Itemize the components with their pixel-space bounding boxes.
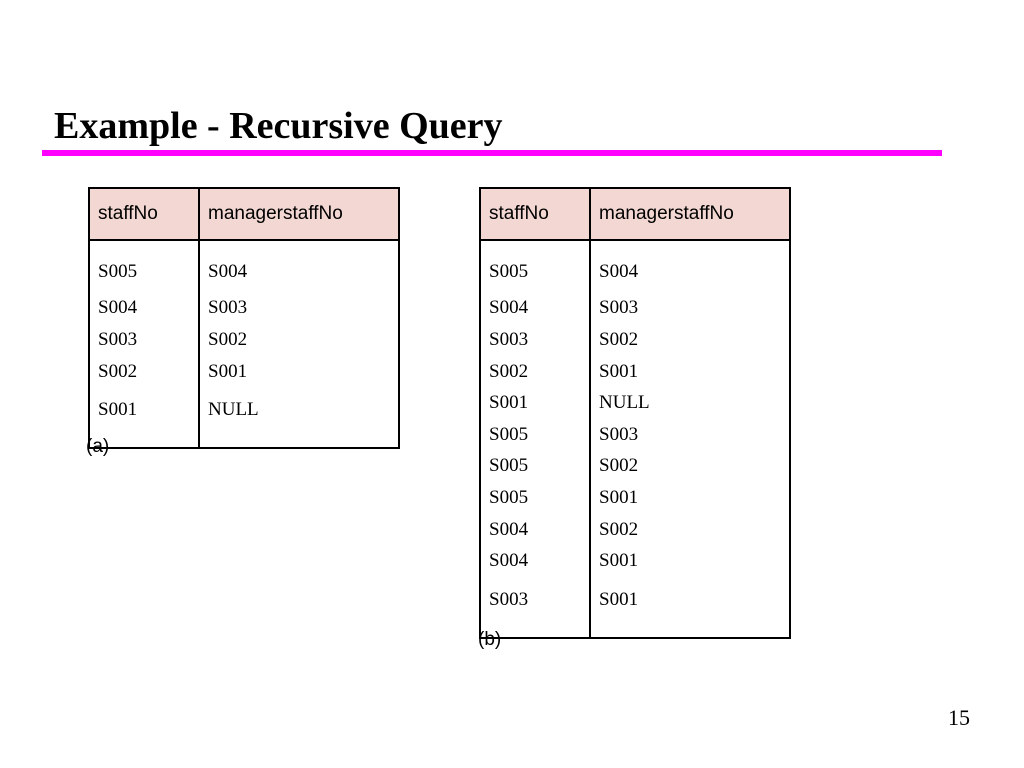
table-row: S005 S001 <box>480 482 790 514</box>
table-row: S005 S002 <box>480 450 790 483</box>
table-row: S001 NULL <box>480 387 790 419</box>
page-number: 15 <box>948 705 970 730</box>
table-header-row: staffNo managerstaffNo <box>89 188 399 241</box>
table-header-row: staffNo managerstaffNo <box>480 188 790 241</box>
column-header-managerstaffno: managerstaffNo <box>199 188 399 241</box>
staffno-cell: S003 <box>89 324 200 356</box>
staffno-cell: S005 <box>480 450 591 483</box>
staffno-cell: S005 <box>480 240 591 293</box>
staffno-cell: S004 <box>89 292 200 325</box>
staffno-cell: S004 <box>480 545 591 577</box>
staffno-cell: S005 <box>480 482 591 514</box>
managerstaffno-cell: S001 <box>599 550 639 572</box>
managerstaffno-cell: S002 <box>599 518 639 540</box>
table-row: S004 S003 <box>480 292 790 325</box>
staffno-cell: S002 <box>89 355 200 388</box>
table-row: S005 S004 <box>89 240 399 293</box>
staffno-cell: S005 <box>480 418 591 451</box>
slide-title: Example - Recursive Query <box>54 105 503 147</box>
managerstaffno-cell: S003 <box>208 297 248 319</box>
table-row: S002 S001 <box>89 355 399 388</box>
staffno-cell: S003 <box>480 324 591 356</box>
table-row: S003 S001 <box>480 576 790 638</box>
managerstaffno-cell: S001 <box>599 486 639 508</box>
table-row: S004 S001 <box>480 545 790 577</box>
title-underline <box>42 150 942 156</box>
managerstaffno-cell: S004 <box>599 260 639 282</box>
managerstaffno-cell: S002 <box>208 328 248 350</box>
table-row: S004 S003 <box>89 292 399 325</box>
table-row: S003 S002 <box>480 324 790 356</box>
staffno-cell: S005 <box>89 240 200 293</box>
staffno-cell: S002 <box>480 355 591 388</box>
staffno-cell: S001 <box>89 387 200 448</box>
staffno-cell: S001 <box>480 387 591 419</box>
staffno-cell: S004 <box>480 292 591 325</box>
caption-b: (b) <box>478 629 502 650</box>
caption-a: (a) <box>86 436 110 457</box>
managerstaffno-cell: S003 <box>599 297 639 319</box>
table-row: S001 NULL <box>89 387 399 448</box>
table-row: S004 S002 <box>480 513 790 546</box>
managerstaffno-cell: S002 <box>599 328 639 350</box>
table-row: S005 S004 <box>480 240 790 293</box>
column-header-managerstaffno: managerstaffNo <box>590 188 790 241</box>
managerstaffno-cell: S004 <box>208 260 248 282</box>
managerstaffno-cell: S001 <box>599 360 639 382</box>
managerstaffno-cell: NULL <box>599 392 650 414</box>
managerstaffno-cell: S001 <box>208 360 248 382</box>
staffno-cell: S003 <box>480 576 591 638</box>
managerstaffno-cell: S002 <box>599 455 639 477</box>
table-row: S005 S003 <box>480 418 790 451</box>
managerstaffno-cell: S003 <box>599 423 639 445</box>
table-row: S003 S002 <box>89 324 399 356</box>
table-row: S002 S001 <box>480 355 790 388</box>
managerstaffno-cell: NULL <box>208 399 259 421</box>
staffno-cell: S004 <box>480 513 591 546</box>
column-header-staffno: staffNo <box>480 188 591 241</box>
column-header-staffno: staffNo <box>89 188 200 241</box>
managerstaffno-cell: S001 <box>599 588 639 610</box>
